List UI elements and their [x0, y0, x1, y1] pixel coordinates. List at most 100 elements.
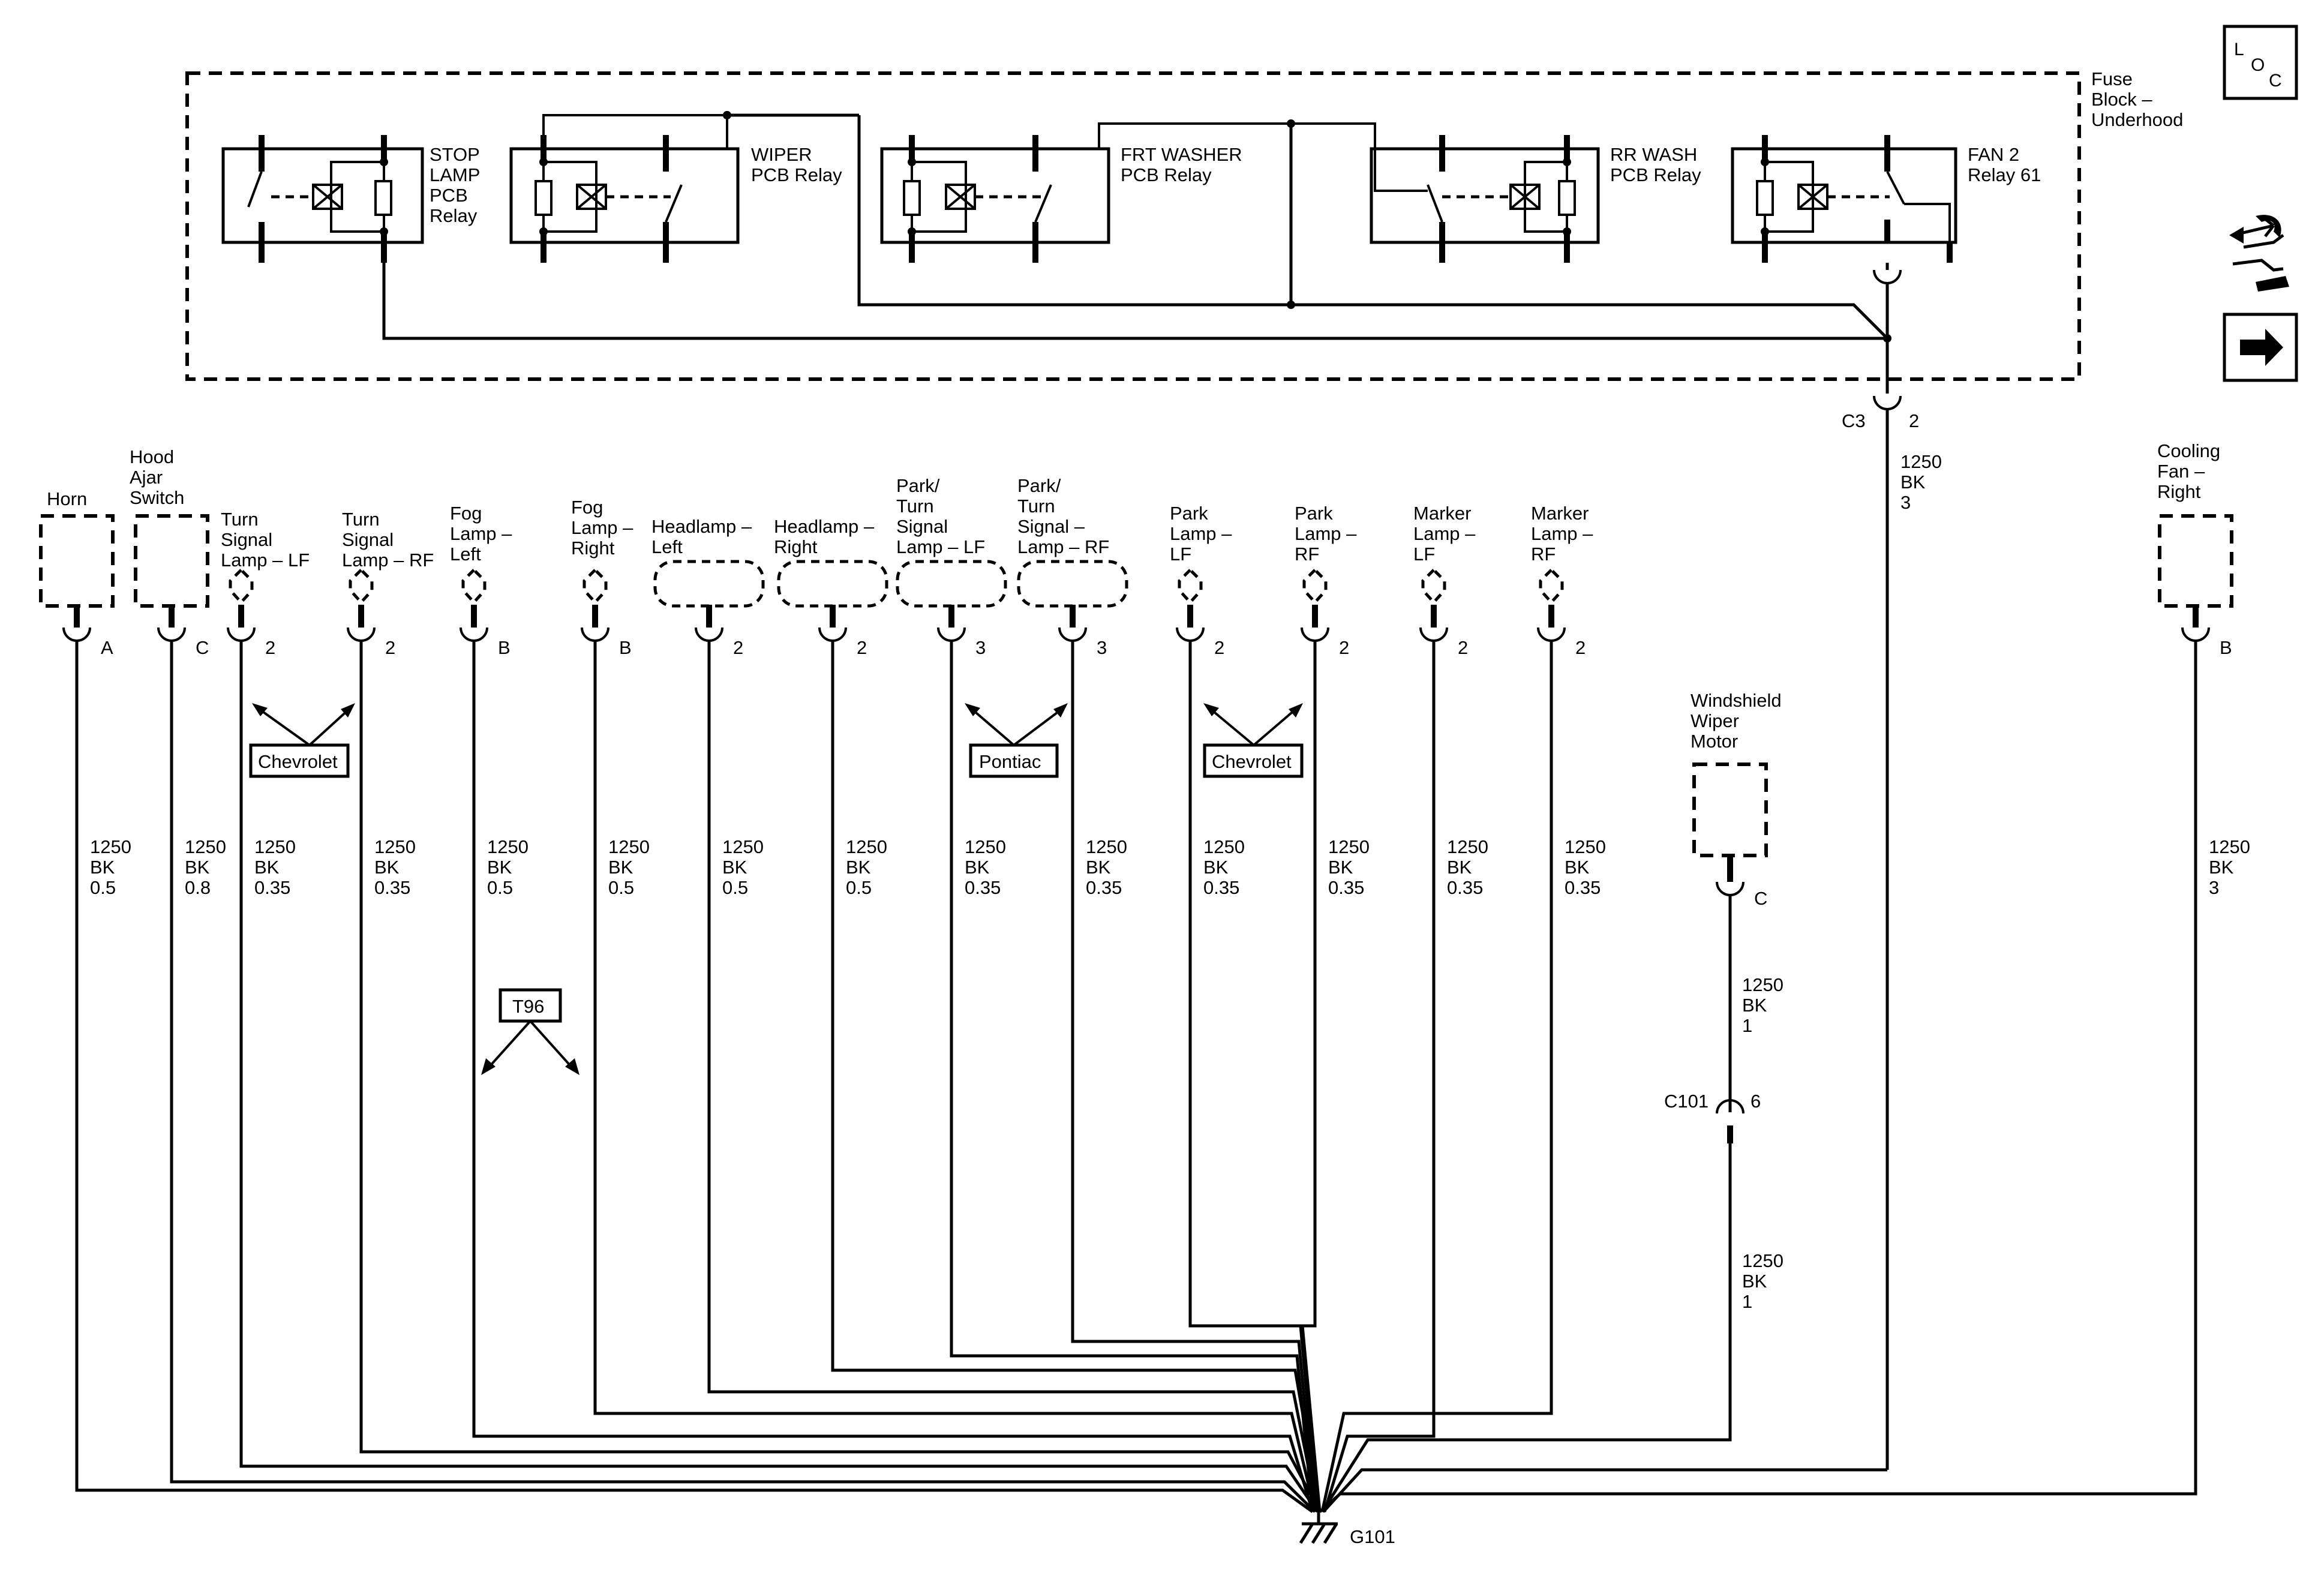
component-fog-left-label-3: Left [450, 544, 481, 565]
component-headlamp-right-label-1: Headlamp – [774, 516, 875, 537]
ground-wire-park-rf [1301, 641, 1322, 1512]
component-turn-lf-wire-3: 0.35 [254, 877, 290, 898]
component-turn-rf-wire-2: BK [374, 857, 400, 878]
component-hood-ajar-wire-1: 1250 [185, 836, 226, 857]
ground-wire-wiper-motor [1320, 1143, 1732, 1513]
component-park-turn-rf-connector [1058, 627, 1087, 642]
relay-frt-washer-label-2: PCB Relay [1121, 164, 1212, 185]
component-hood-ajar-label-2: Ajar [130, 467, 163, 488]
component-headlamp-right-wire-1: 1250 [846, 836, 887, 857]
component-marker-rf-wire-3: 0.35 [1565, 877, 1601, 898]
relay-ground-bus-lower [382, 232, 1887, 340]
component-turn-rf-label-3: Lamp – RF [342, 550, 434, 571]
component-fog-right-wire-1: 1250 [608, 836, 650, 857]
option-tag-t96: T96 [481, 988, 580, 1075]
component-park-turn-rf-label-2: Turn [1017, 496, 1055, 517]
component-park-rf-label-2: Lamp – [1295, 523, 1357, 544]
component-marker-lf-label-3: LF [1413, 544, 1435, 565]
relay-rr-wash-label-1: RR WASH [1610, 144, 1697, 165]
component-hood-ajar-wire-2: BK [185, 857, 210, 878]
relay-frt-washer-label-1: FRT WASHER [1121, 144, 1242, 165]
component-headlamp-left-label-2: Left [651, 536, 683, 557]
component-horn-pin: A [101, 637, 113, 658]
ground-wire-marker-rf [1320, 641, 1553, 1512]
ground-wire-turn-lf [239, 641, 1319, 1513]
component-cooling-fan-right-wire-3: 3 [2209, 877, 2219, 898]
wiper-wire-lower-2: BK [1742, 1271, 1767, 1292]
option-tag-chevrolet-1-text: Chevrolet [258, 751, 338, 772]
component-fog-right-label-3: Right [571, 538, 615, 559]
component-headlamp-left-connector [695, 627, 723, 642]
component-park-rf-pin: 2 [1339, 637, 1349, 658]
component-headlamp-right-pin: 2 [857, 637, 867, 658]
component-hood-ajar-label-1: Hood [130, 446, 174, 467]
component-swap-icon[interactable] [2229, 215, 2289, 292]
component-turn-rf-wire-1: 1250 [374, 836, 416, 857]
component-fog-right-label-1: Fog [571, 497, 603, 518]
windshield-wiper-motor: Windshield Wiper Motor C 1250 BK 1 C101 … [1664, 690, 1783, 1312]
component-fog-right-label-2: Lamp – [571, 517, 633, 538]
component-turn-lf-pin: 2 [265, 637, 275, 658]
component-cooling-fan-right-connector [2181, 627, 2210, 642]
component-park-turn-lf-pin: 3 [975, 637, 986, 658]
component-park-turn-lf-label-3: Signal [896, 516, 948, 537]
component-park-turn-rf-label-1: Park/ [1017, 475, 1061, 496]
ground-wire-park-turn-rf [1071, 641, 1317, 1512]
ground-wire-marker-lf [1323, 641, 1436, 1512]
component-marker-rf-pin: 2 [1575, 637, 1586, 658]
c3-wire-line2: BK [1900, 472, 1926, 493]
component-park-turn-lf-wire-1: 1250 [965, 836, 1006, 857]
wiper-motor-label-1: Windshield [1691, 690, 1782, 711]
component-hood-ajar-connector [157, 627, 186, 642]
component-park-turn-rf-body [1017, 560, 1128, 608]
component-park-turn-rf-wire-3: 0.35 [1086, 877, 1122, 898]
option-tag-chevrolet-1: Chevrolet [249, 703, 355, 778]
component-park-turn-lf-wire-3: 0.35 [965, 877, 1001, 898]
component-park-turn-lf-body [896, 560, 1007, 608]
g101-label: G101 [1350, 1526, 1395, 1547]
loc-letter-l: L [2234, 40, 2244, 59]
component-headlamp-left-pin: 2 [733, 637, 743, 658]
component-marker-rf-wire-1: 1250 [1565, 836, 1606, 857]
component-headlamp-left-wire-1: 1250 [722, 836, 764, 857]
option-tag-chevrolet-2: Chevrolet [1203, 703, 1304, 778]
relay-stop-lamp: STOP LAMP PCB Relay [221, 135, 480, 263]
fuse-block: Fuse Block – Underhood STOP LAMP PCB Rel… [185, 68, 2183, 381]
component-park-turn-lf-wire-2: BK [965, 857, 990, 878]
component-hood-ajar-body [134, 514, 209, 608]
component-park-turn-lf-label-1: Park/ [896, 475, 940, 496]
next-arrow-button[interactable] [2223, 313, 2298, 382]
c3-connector: C3 2 1250 BK 3 [1842, 338, 1942, 1470]
component-park-turn-lf-connector [937, 627, 966, 642]
component-park-lf-label-2: Lamp – [1170, 523, 1232, 544]
option-tag-chevrolet-2-text: Chevrolet [1212, 751, 1292, 772]
component-park-lf-wire-2: BK [1203, 857, 1229, 878]
g101-ground: G101 [1299, 1512, 1395, 1547]
component-park-lf-pin: 2 [1214, 637, 1224, 658]
ground-wire-turn-rf [359, 641, 1322, 1513]
ground-wire-park-turn-lf [950, 641, 1314, 1512]
relay-rr-wash-label-2: PCB Relay [1610, 164, 1701, 185]
component-cooling-fan-right-wire-2: BK [2209, 857, 2234, 878]
wiper-motor-label-2: Wiper [1691, 710, 1739, 731]
relay-fan2-label-2: Relay 61 [1968, 164, 2041, 185]
c101-pin: 6 [1750, 1091, 1761, 1112]
relay-stop-lamp-label-2: LAMP [430, 164, 480, 185]
ground-wire-fog-right [593, 641, 1317, 1512]
component-marker-rf-label-2: Lamp – [1531, 523, 1593, 544]
loc-button[interactable]: L O C [2223, 25, 2298, 100]
component-park-turn-lf-label-2: Turn [896, 496, 934, 517]
component-marker-lf-label-1: Marker [1413, 503, 1471, 524]
wiper-motor-label-3: Motor [1691, 731, 1738, 752]
component-horn-label-1: Horn [47, 488, 87, 509]
component-park-turn-rf-label-4: Lamp – RF [1017, 536, 1109, 557]
component-headlamp-left-wire-3: 0.5 [722, 877, 748, 898]
